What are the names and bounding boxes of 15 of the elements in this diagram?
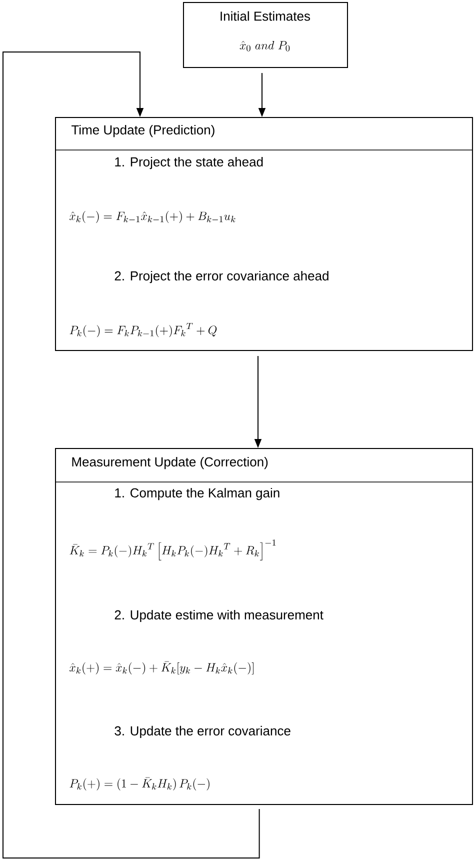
equation: $\hat{x}_k(-) = F_{k-1}\hat{x}_{k-1}(+) + B_{k-1}u_k$ <box>70 211 236 224</box>
equation: $\hat{x}_0\ and\ P_0$ <box>240 40 290 52</box>
step-text: 2. Update estime with measurement <box>114 610 324 622</box>
equation: $P_k(+) = (1 - \bar{K}_k H_k)\,P_k(-)$ <box>70 777 210 790</box>
equation: $\bar{K}_k = P_k(-){H_k}^T\left[H_k P_k(-){H_k}^T + R_k\right]^{-1}$ <box>70 540 276 560</box>
arrow <box>2 52 260 858</box>
box-header: Measurement Update (Correction) <box>72 456 268 470</box>
equation: $P_k(-) = F_k P_{k-1}(+){F_k}^T + Q$ <box>70 322 217 338</box>
step-text: 1. Compute the Kalman gain <box>115 488 280 500</box>
step-text: 1. Project the state ahead <box>115 156 263 170</box>
step-text: Initial Estimates <box>220 11 310 21</box>
step-text: 3. Update the error covariance <box>114 726 290 738</box>
box-header: Time Update (Prediction) <box>72 124 214 138</box>
equation: $\hat{x}_k(+) = \hat{x}_k(-) + \bar{K}_k[y_k - H_k\hat{x}_k(-)]$ <box>70 661 254 674</box>
step-text: 2. Project the error covariance ahead <box>114 270 328 284</box>
